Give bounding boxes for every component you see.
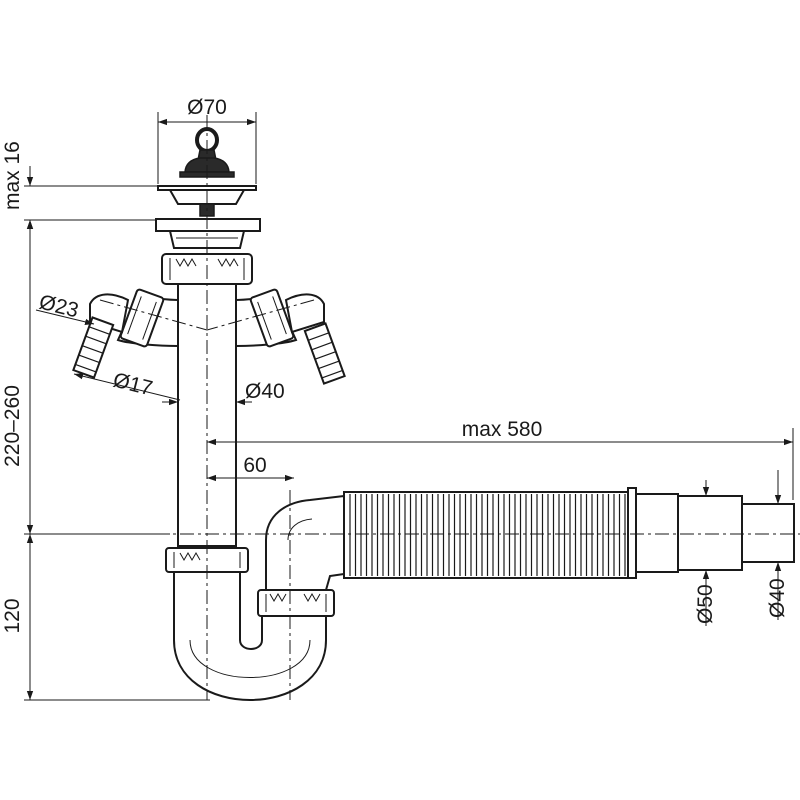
label-inlet-diameter: Ø23 bbox=[37, 291, 81, 323]
label-max-length: max 580 bbox=[462, 418, 543, 441]
dim-vertical-range: 220–260 bbox=[1, 220, 34, 534]
label-outlet-outer: Ø50 bbox=[694, 584, 717, 624]
u-trap bbox=[173, 571, 327, 701]
label-outlet-inner: Ø40 bbox=[766, 578, 789, 618]
dim-max-length: max 580 bbox=[207, 418, 794, 500]
corrugated-hose bbox=[343, 487, 637, 579]
sink-flange bbox=[155, 218, 261, 249]
dim-extension-lines bbox=[24, 185, 210, 701]
dim-inlet-diameter: Ø23 bbox=[35, 291, 95, 325]
label-top-diameter: Ø70 bbox=[187, 96, 227, 119]
dim-bottom-height: 120 bbox=[1, 534, 34, 700]
label-hose-diameter: Ø17 bbox=[111, 369, 155, 401]
dim-top-diameter: Ø70 bbox=[157, 96, 257, 184]
left-inlet bbox=[72, 288, 179, 379]
dim-pipe-diameter: Ø40 bbox=[162, 380, 285, 406]
label-vertical-range: 220–260 bbox=[1, 385, 24, 467]
right-inlet bbox=[235, 288, 346, 385]
dim-max-height: max 16 bbox=[1, 141, 34, 240]
label-offset: 60 bbox=[243, 454, 266, 477]
center-lines bbox=[30, 115, 800, 700]
outlet-adapter bbox=[635, 493, 795, 573]
label-bottom-height: 120 bbox=[1, 598, 24, 633]
dim-outlet-outer: Ø50 bbox=[694, 480, 717, 626]
label-max-height: max 16 bbox=[1, 141, 24, 210]
label-pipe-diameter: Ø40 bbox=[245, 380, 285, 403]
dim-outlet-inner: Ø40 bbox=[766, 470, 789, 620]
trap-riser bbox=[257, 494, 345, 617]
dim-offset: 60 bbox=[207, 454, 294, 482]
